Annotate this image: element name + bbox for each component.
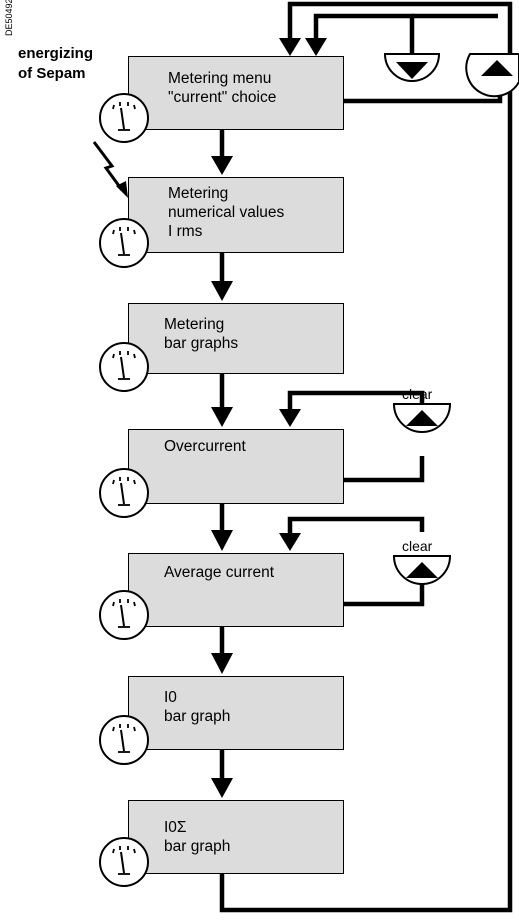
screen-text: Metering numerical values I rms	[168, 184, 284, 241]
reference-code: DE50492	[4, 0, 14, 36]
screen-text: I0Σ bar graph	[164, 818, 230, 856]
clear-loop-line-top	[287, 390, 425, 412]
screen-numerical-values	[128, 177, 344, 253]
scroll-up-key-icon[interactable]	[465, 53, 519, 98]
screen-line: bar graphs	[164, 335, 239, 352]
return-loop-line	[219, 1, 513, 913]
screen-line: I rms	[168, 223, 203, 240]
flow-arrow	[211, 374, 233, 427]
screen-text: Metering bar graphs	[164, 315, 238, 353]
clear-key-label: clear	[402, 538, 433, 554]
loop-arrowhead	[279, 409, 301, 427]
flow-arrow	[211, 504, 233, 551]
clear-key-label: clear	[402, 386, 433, 402]
scroll-down-key-icon[interactable]	[383, 53, 441, 82]
reset-key-icon[interactable]	[392, 555, 452, 585]
loop-arrowhead	[279, 38, 301, 56]
clear-loop-line	[344, 456, 425, 483]
flow-arrow	[211, 750, 233, 798]
screen-text: I0 bar graph	[164, 688, 230, 726]
screen-line: numerical values	[168, 204, 285, 221]
screen-line: Metering menu	[168, 70, 272, 87]
clear-loop-line-top	[287, 516, 425, 536]
screen-line: "current" choice	[168, 89, 277, 106]
screen-metering-menu	[128, 56, 344, 130]
reset-key-icon[interactable]	[392, 403, 452, 433]
screen-text: Average current	[164, 563, 274, 582]
screen-i0-bar-graph	[128, 676, 344, 750]
screen-bar-graphs	[128, 303, 344, 374]
screen-line: Metering	[168, 185, 229, 202]
flow-arrow	[211, 627, 233, 674]
screen-line: Overcurrent	[164, 438, 246, 455]
screen-overcurrent	[128, 429, 344, 504]
lightning-arrow-icon	[92, 141, 128, 198]
flow-arrow	[211, 253, 233, 301]
screen-text: Metering menu "current" choice	[168, 69, 276, 107]
energizing-label: energizing of Sepam	[18, 44, 93, 84]
energizing-label-line2: of Sepam	[18, 65, 86, 82]
screen-i0-sigma-bar-graph	[128, 800, 344, 874]
scroll-loop-line-top	[313, 13, 415, 82]
loop-arrowhead-2	[305, 38, 327, 56]
loop-arrowhead	[279, 533, 301, 551]
screen-line: bar graph	[164, 838, 231, 855]
screen-line: Metering	[164, 316, 225, 333]
energizing-label-line1: energizing	[18, 45, 94, 62]
screen-line: bar graph	[164, 708, 231, 725]
clear-loop-line	[344, 580, 425, 607]
screen-line: I0	[164, 689, 177, 706]
screen-line: Average current	[164, 564, 274, 581]
flow-arrow	[211, 130, 233, 175]
screen-text: Overcurrent	[164, 437, 246, 456]
screen-line: I0Σ	[164, 819, 187, 836]
